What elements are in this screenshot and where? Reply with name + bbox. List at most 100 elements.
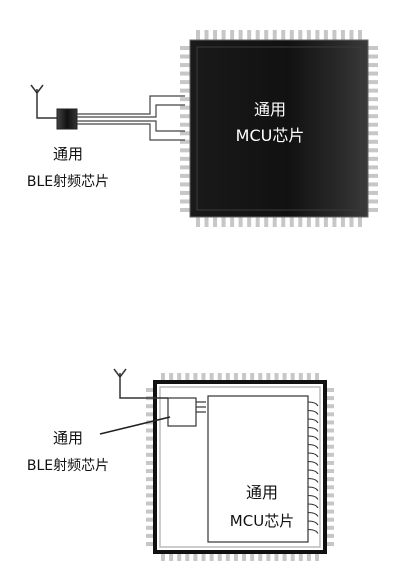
- pin: [247, 217, 252, 227]
- soc-pins: [146, 373, 334, 561]
- pin: [282, 552, 287, 561]
- pin: [185, 373, 190, 382]
- pin: [325, 404, 334, 409]
- pin: [274, 373, 279, 382]
- pin: [325, 460, 334, 465]
- pin: [204, 30, 209, 40]
- pin: [368, 165, 378, 170]
- pin: [325, 452, 334, 457]
- pin: [146, 388, 155, 392]
- pin: [201, 373, 206, 382]
- pin: [209, 552, 214, 561]
- pin-lead: [307, 418, 319, 424]
- pin: [180, 156, 190, 161]
- antenna-icon: [113, 368, 168, 399]
- pin: [180, 63, 190, 68]
- pin: [146, 517, 155, 522]
- pin: [368, 182, 378, 187]
- pin: [180, 97, 190, 102]
- pin: [146, 412, 155, 417]
- pin: [238, 217, 243, 227]
- pin: [180, 165, 190, 170]
- pin: [289, 217, 294, 227]
- pin: [221, 217, 226, 227]
- pin: [146, 469, 155, 474]
- pin: [332, 217, 337, 227]
- pin: [146, 485, 155, 490]
- ble-block-pins: [196, 401, 206, 413]
- pin: [146, 460, 155, 465]
- pin: [315, 30, 320, 40]
- soc-chip-inner-edge: [159, 386, 321, 548]
- mcu-label-line2: MCU芯片: [236, 126, 305, 145]
- pin: [281, 30, 286, 40]
- pin: [332, 30, 337, 40]
- pin: [325, 420, 334, 425]
- mcu-label-line1: 通用: [254, 100, 286, 119]
- pin: [289, 30, 294, 40]
- pin: [325, 469, 334, 474]
- pin: [161, 552, 165, 561]
- pin: [201, 552, 206, 561]
- pin: [258, 373, 263, 382]
- pin: [146, 525, 155, 530]
- pin: [315, 373, 319, 382]
- pin: [281, 217, 286, 227]
- pin: [247, 30, 252, 40]
- mcu-region-pins: [307, 401, 319, 534]
- pin: [146, 477, 155, 482]
- pin: [349, 30, 354, 40]
- pin: [368, 71, 378, 76]
- pin: [368, 80, 378, 85]
- pin: [146, 501, 155, 506]
- pin: [146, 533, 155, 538]
- pin: [325, 396, 334, 401]
- pin: [290, 552, 295, 561]
- pin: [177, 373, 182, 382]
- pin: [325, 436, 334, 441]
- pin: [225, 373, 230, 382]
- pin: [323, 30, 328, 40]
- pin: [180, 88, 190, 93]
- pin-lead: [307, 427, 319, 432]
- pin: [180, 122, 190, 127]
- ble-label-line2: BLE射频芯片: [27, 174, 109, 190]
- pin-lead: [307, 478, 319, 483]
- pin: [368, 156, 378, 161]
- pin: [266, 552, 271, 561]
- pin: [258, 552, 263, 561]
- pin: [230, 217, 235, 227]
- pin: [266, 373, 271, 382]
- pin: [146, 404, 155, 409]
- pin: [161, 373, 165, 382]
- ble-mcu-traces: [77, 95, 185, 141]
- pin: [325, 509, 334, 514]
- pin: [368, 63, 378, 68]
- pin: [180, 148, 190, 153]
- pin: [180, 114, 190, 119]
- pin: [146, 436, 155, 441]
- pin: [325, 428, 334, 433]
- pin: [242, 373, 247, 382]
- pin: [315, 217, 320, 227]
- pin: [146, 509, 155, 514]
- ble-block: [167, 397, 197, 427]
- pin: [306, 373, 311, 382]
- ble-label-line1: 通用: [53, 429, 83, 447]
- pin: [250, 552, 255, 561]
- mcu-region: [207, 395, 309, 543]
- pin: [180, 190, 190, 195]
- ble-label-line1: 通用: [53, 145, 83, 163]
- pin: [169, 552, 174, 561]
- pin-lead: [307, 452, 319, 458]
- pin: [306, 30, 311, 40]
- pin: [225, 552, 230, 561]
- pin: [193, 552, 198, 561]
- pin: [209, 373, 214, 382]
- pin: [325, 542, 334, 546]
- pin: [306, 552, 311, 561]
- pin: [325, 517, 334, 522]
- pin-lead: [307, 444, 319, 449]
- pin-lead: [307, 520, 319, 526]
- pin: [233, 373, 238, 382]
